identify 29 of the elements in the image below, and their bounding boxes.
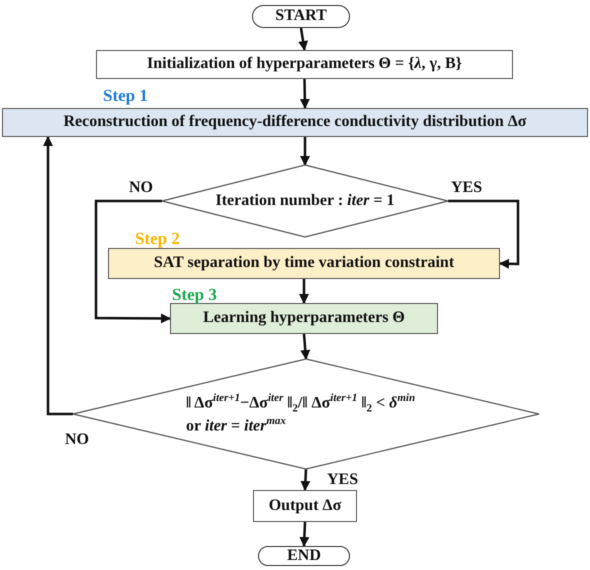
start-terminal xyxy=(252,5,350,28)
step-text: Reconstruction of frequency-difference conductivity distribution Δσ xyxy=(64,113,526,132)
arrow xyxy=(300,78,310,109)
step-text: START xyxy=(275,7,327,26)
output-box xyxy=(253,490,357,522)
step-text: Output Δσ xyxy=(268,496,342,516)
arrow xyxy=(298,28,308,51)
process-box xyxy=(2,108,588,137)
step-text: Initialization of hyperparameters Θ = {λ, γ, B} xyxy=(147,55,462,74)
condition-text: ‖ Δσ$^{iter+1}$−Δσ$^{iter}$ ‖$_{2}$/‖ Δσ$^{iter+1}$ ‖$_{2}$ < δ$^{min}$ or iter = iter$^{max}$ xyxy=(186,392,416,436)
arrow xyxy=(299,522,310,547)
arrow xyxy=(300,468,310,491)
step-label: Step 2 xyxy=(135,229,180,249)
arrow xyxy=(43,136,73,416)
step-text: SAT separation by time variation constraint xyxy=(154,254,454,273)
step-label: Step 3 xyxy=(172,285,217,305)
step-label: Step 1 xyxy=(103,86,148,106)
arrow xyxy=(299,279,309,304)
arrow xyxy=(300,334,310,360)
step-text: END xyxy=(287,546,321,566)
process-box xyxy=(170,303,438,334)
process-box xyxy=(108,248,500,279)
condition-text: Iteration number : iter = 1 xyxy=(215,192,395,210)
end-terminal xyxy=(258,546,350,566)
arrow xyxy=(94,200,171,324)
process-box xyxy=(96,50,513,79)
step-text: Learning hyperparameters Θ xyxy=(203,309,405,328)
arrow xyxy=(300,137,310,166)
arrow xyxy=(448,200,520,269)
